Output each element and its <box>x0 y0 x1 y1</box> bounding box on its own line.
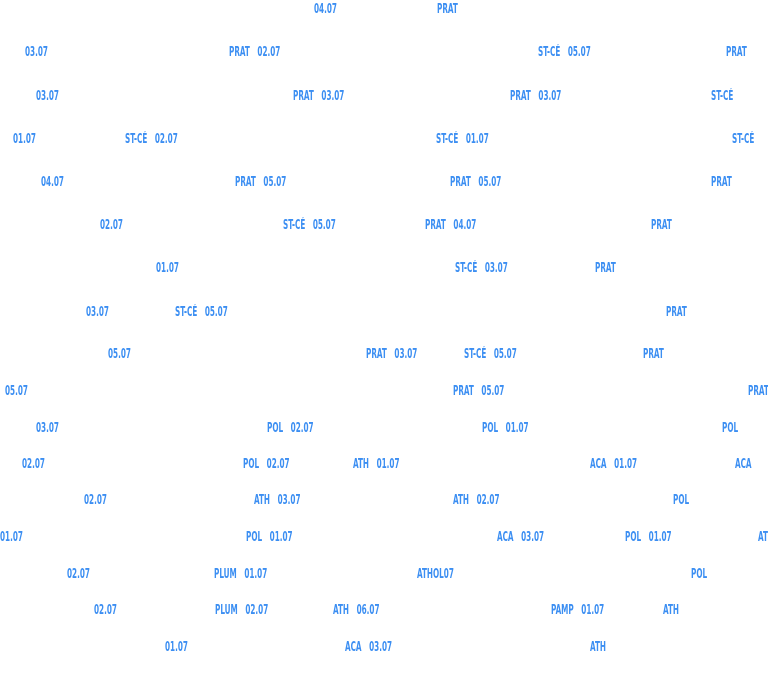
label-item: ST-CÉ 05.07 <box>464 347 517 362</box>
label-item: 03.07 <box>36 89 59 104</box>
label-item: PRAT <box>643 347 664 362</box>
label-item: 02.07 <box>94 603 117 618</box>
label-item: ACA <box>735 457 752 472</box>
label-item: 02.07 <box>84 493 107 508</box>
label-item: 02.07 <box>100 218 123 233</box>
label-item: ST-CÉ 05.07 <box>175 305 228 320</box>
label-item: ATH 02.07 <box>453 493 500 508</box>
label-item: PRAT <box>726 45 747 60</box>
label-item: POL 01.07 <box>246 530 293 545</box>
label-item: POL <box>722 421 739 436</box>
label-item: PRAT <box>666 305 687 320</box>
label-item: ATHOL07 <box>417 567 454 582</box>
label-item: 05.07 <box>5 384 28 399</box>
label-item: ACA 01.07 <box>590 457 638 472</box>
label-item: POL <box>691 567 708 582</box>
label-item: POL 02.07 <box>267 421 314 436</box>
label-item: PRAT 03.07 <box>293 89 345 104</box>
label-item: PRAT 04.07 <box>425 218 477 233</box>
label-item: POL 02.07 <box>243 457 290 472</box>
label-item: PRAT <box>748 384 768 399</box>
label-item: 04.07 <box>41 175 64 190</box>
label-item: ST-CÉ 01.07 <box>436 132 489 147</box>
label-item: ST-CÉ <box>732 132 755 147</box>
label-item: PRAT <box>437 2 458 17</box>
label-item: PRAT 05.07 <box>450 175 502 190</box>
label-item: 05.07 <box>108 347 131 362</box>
label-item: POL <box>673 493 690 508</box>
label-item: ST-CÉ 02.07 <box>125 132 178 147</box>
label-item: 01.07 <box>156 261 179 276</box>
label-item: 01.07 <box>165 640 188 655</box>
label-item: 01.07 <box>13 132 36 147</box>
label-item: PRAT <box>711 175 732 190</box>
label-item: PRAT 02.07 <box>229 45 281 60</box>
label-item: ATH 06.07 <box>333 603 380 618</box>
label-item: POL 01.07 <box>625 530 672 545</box>
label-item: PRAT 05.07 <box>235 175 287 190</box>
label-item: 04.07 <box>314 2 337 17</box>
label-item: 03.07 <box>86 305 109 320</box>
label-item: 02.07 <box>22 457 45 472</box>
label-item: PLUM 02.07 <box>215 603 269 618</box>
label-item: ST-CÉ 05.07 <box>538 45 591 60</box>
label-item: PRAT <box>651 218 672 233</box>
label-item: ST-CÉ <box>711 89 734 104</box>
label-item: ATH <box>663 603 680 618</box>
label-item: PRAT 03.07 <box>510 89 562 104</box>
label-item: ATH 03.07 <box>254 493 301 508</box>
label-item: ST-CÉ 05.07 <box>283 218 336 233</box>
label-item: PLUM 01.07 <box>214 567 268 582</box>
label-item: ATH <box>758 530 768 545</box>
label-item: POL 01.07 <box>482 421 529 436</box>
label-item: 03.07 <box>25 45 48 60</box>
label-item: PAMP 01.07 <box>551 603 605 618</box>
label-item: 01.07 <box>0 530 23 545</box>
label-item: ACA 03.07 <box>497 530 545 545</box>
label-item: 02.07 <box>67 567 90 582</box>
label-item: 03.07 <box>36 421 59 436</box>
label-item: ATH <box>590 640 607 655</box>
label-item: PRAT 05.07 <box>453 384 505 399</box>
label-item: ACA 03.07 <box>345 640 393 655</box>
label-item: ATH 01.07 <box>353 457 400 472</box>
label-item: PRAT <box>595 261 616 276</box>
label-item: PRAT 03.07 <box>366 347 418 362</box>
label-item: ST-CÉ 03.07 <box>455 261 508 276</box>
